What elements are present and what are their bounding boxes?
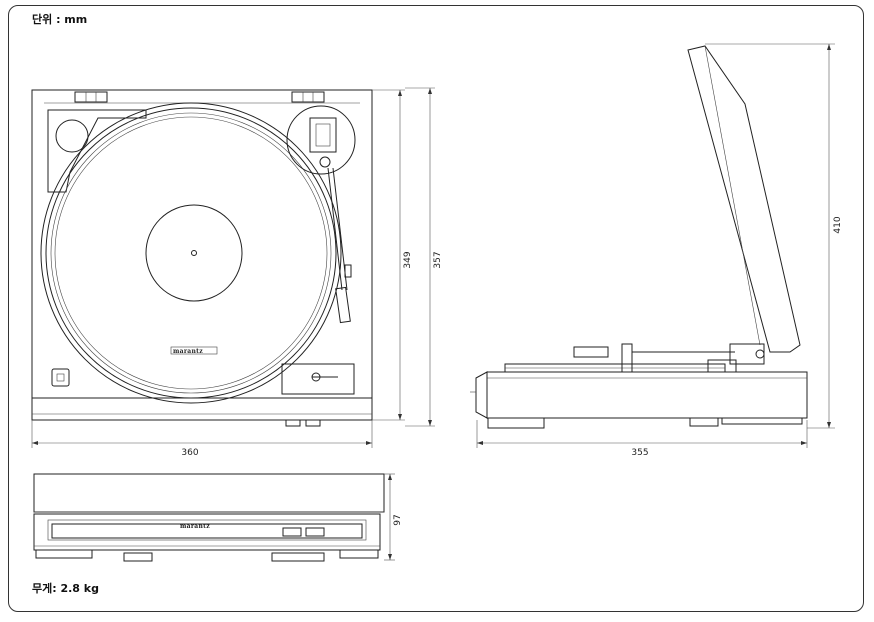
front-foot-mid	[123, 552, 153, 562]
front-button-2	[305, 527, 325, 537]
counterweight	[309, 117, 337, 153]
dim-410: 410	[833, 216, 843, 233]
open-lid	[687, 45, 801, 353]
front-brand: marantz	[180, 523, 210, 530]
side-post	[621, 343, 633, 373]
side-front	[475, 371, 488, 419]
foot-left	[285, 419, 301, 427]
dim-349: 349	[403, 251, 413, 268]
tonearm	[327, 167, 343, 291]
front-view: marantz	[33, 473, 385, 562]
dim-357: 357	[433, 251, 443, 268]
side-base	[486, 371, 808, 419]
recess-panel	[47, 109, 147, 193]
hinge-right	[291, 91, 325, 103]
side-foot-mid	[689, 417, 719, 427]
record-label	[145, 204, 243, 302]
dim-97: 97	[393, 514, 403, 525]
side-foot-rear	[721, 417, 803, 425]
power-button	[51, 368, 70, 387]
dim-top-depth-inner: 349	[372, 89, 413, 421]
platter-brand: marantz	[173, 348, 203, 355]
dim-360: 360	[181, 448, 198, 458]
dim-top-depth-outer: 357	[405, 87, 443, 427]
dim-front-height: 97	[384, 473, 403, 561]
spindle	[191, 250, 197, 256]
front-button-1	[282, 527, 302, 537]
side-counterweight	[729, 343, 765, 365]
side-foot-front	[487, 417, 545, 429]
platter-edge	[45, 107, 337, 399]
drawing-frame	[8, 5, 864, 612]
side-view	[470, 45, 808, 429]
hinge-left	[74, 91, 108, 103]
unit-label: 단위 : mm	[32, 13, 88, 26]
headshell	[335, 286, 351, 324]
top-view: marantz	[31, 89, 373, 427]
side-headshell	[573, 346, 609, 358]
platter-outer	[40, 102, 342, 404]
front-foot-right	[271, 552, 325, 562]
top-view-body	[31, 89, 373, 421]
dim-side-height: 410	[705, 43, 843, 429]
tonearm-base-circle	[286, 105, 356, 175]
dim-top-width: 360	[31, 420, 373, 458]
speed-knob	[55, 119, 89, 153]
armrest	[344, 264, 352, 278]
front-base	[33, 513, 381, 551]
front-lid	[33, 473, 385, 513]
lift-lever-panel	[281, 363, 355, 395]
front-foot-left	[35, 549, 93, 559]
dim-side-width: 355	[476, 420, 808, 458]
foot-right	[305, 419, 321, 427]
weight-label: 무게: 2.8 kg	[32, 582, 99, 595]
dim-355: 355	[631, 448, 648, 458]
pivot	[319, 156, 331, 168]
